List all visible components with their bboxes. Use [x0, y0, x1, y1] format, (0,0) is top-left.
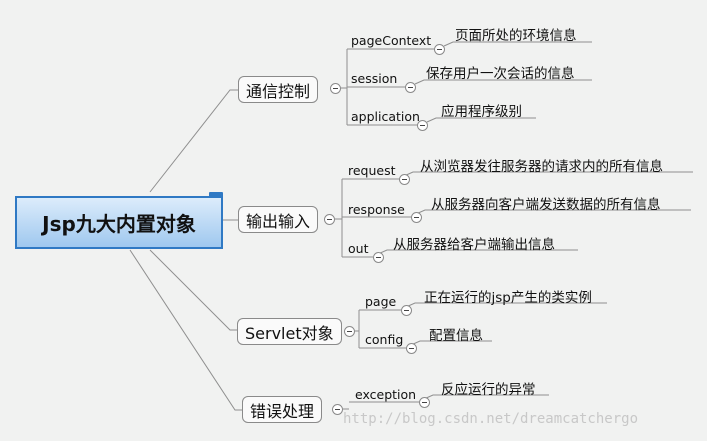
topic-exception-collapse-icon[interactable] — [419, 397, 430, 408]
branch-error-handling[interactable]: 错误处理 — [242, 396, 323, 423]
leaf-application-desc[interactable]: 应用程序级别 — [441, 100, 522, 120]
connector-b1-l3 — [426, 117, 536, 123]
connector-central-branch-4 — [129, 249, 242, 411]
topic-application-collapse-icon[interactable] — [417, 120, 428, 131]
leaf-page-desc[interactable]: 正在运行的jsp产生的类实例 — [424, 286, 592, 306]
connector-b2-stem — [335, 179, 343, 257]
topic-request-collapse-icon[interactable] — [399, 174, 410, 185]
central-topic[interactable]: Jsp九大内置对象 — [15, 196, 223, 249]
leaf-out-desc[interactable]: 从服务器给客户端输出信息 — [393, 233, 555, 253]
topic-config[interactable]: config — [365, 332, 403, 347]
branch-label: 通信控制 — [246, 81, 311, 101]
central-topic-grip-icon[interactable] — [209, 192, 223, 198]
topic-label: page — [365, 294, 397, 309]
central-topic-label: Jsp九大内置对象 — [42, 212, 196, 236]
branch-1-collapse-icon[interactable] — [330, 83, 341, 94]
branch-output-input[interactable]: 输出输入 — [238, 206, 319, 233]
branch-label: 输出输入 — [246, 211, 311, 231]
topic-application[interactable]: application — [351, 109, 420, 124]
leaf-label: 从浏览器发往服务器的请求内的所有信息 — [420, 159, 663, 175]
leaf-pagecontext-desc[interactable]: 页面所处的环境信息 — [455, 24, 577, 44]
topic-label: pageContext — [351, 33, 432, 48]
topic-page[interactable]: page — [365, 294, 396, 309]
topic-session[interactable]: session — [351, 71, 397, 86]
branch-label: 错误处理 — [250, 401, 315, 421]
topic-label: request — [348, 163, 396, 178]
branch-servlet-object[interactable]: Servlet对象 — [237, 318, 342, 345]
connector-central-branch-3 — [149, 249, 238, 331]
connector-b1-l1 — [443, 41, 592, 47]
leaf-label: 保存用户一次会话的信息 — [426, 66, 575, 82]
branch-4-collapse-icon[interactable] — [332, 404, 343, 415]
leaf-response-desc[interactable]: 从服务器向客户端发送数据的所有信息 — [431, 193, 661, 213]
leaf-exception-desc[interactable]: 反应运行的异常 — [441, 378, 536, 398]
watermark-url: http://blog.csdn.net/dreamcatchergo — [343, 411, 639, 427]
topic-label: exception — [355, 387, 417, 402]
topic-label: session — [351, 71, 398, 86]
branch-3-collapse-icon[interactable] — [344, 326, 355, 337]
leaf-label: 反应运行的异常 — [441, 382, 536, 398]
topic-page-collapse-icon[interactable] — [401, 305, 412, 316]
topic-pagecontext[interactable]: pageContext — [351, 33, 431, 48]
topic-response-collapse-icon[interactable] — [411, 212, 422, 223]
topic-label: config — [365, 332, 404, 347]
branch-label: Servlet对象 — [245, 323, 334, 343]
leaf-config-desc[interactable]: 配置信息 — [429, 324, 483, 344]
topic-config-collapse-icon[interactable] — [406, 343, 417, 354]
leaf-session-desc[interactable]: 保存用户一次会话的信息 — [426, 62, 575, 82]
connector-b1-l2 — [414, 79, 592, 85]
connector-b3-stem — [355, 310, 360, 348]
topic-session-collapse-icon[interactable] — [405, 82, 416, 93]
connector-central-branch-1 — [149, 89, 238, 193]
leaf-label: 页面所处的环境信息 — [455, 28, 577, 44]
topic-label: application — [351, 109, 420, 124]
connector-b1-stem — [341, 49, 348, 125]
connector-b4-stem — [343, 401, 419, 410]
leaf-request-desc[interactable]: 从浏览器发往服务器的请求内的所有信息 — [420, 155, 663, 175]
leaf-label: 配置信息 — [429, 328, 483, 344]
topic-label: response — [348, 202, 405, 217]
leaf-label: 正在运行的jsp产生的类实例 — [424, 290, 592, 306]
branch-2-collapse-icon[interactable] — [324, 214, 335, 225]
leaf-label: 从服务器给客户端输出信息 — [393, 237, 555, 253]
topic-label: out — [348, 241, 369, 256]
topic-request[interactable]: request — [348, 163, 396, 178]
branch-communication-control[interactable]: 通信控制 — [238, 76, 319, 103]
topic-response[interactable]: response — [348, 202, 405, 217]
topic-out[interactable]: out — [348, 241, 368, 256]
leaf-label: 从服务器向客户端发送数据的所有信息 — [431, 197, 661, 213]
leaf-label: 应用程序级别 — [441, 104, 522, 120]
topic-exception[interactable]: exception — [355, 387, 416, 402]
topic-out-collapse-icon[interactable] — [373, 252, 384, 263]
topic-pagecontext-collapse-icon[interactable] — [434, 44, 445, 55]
